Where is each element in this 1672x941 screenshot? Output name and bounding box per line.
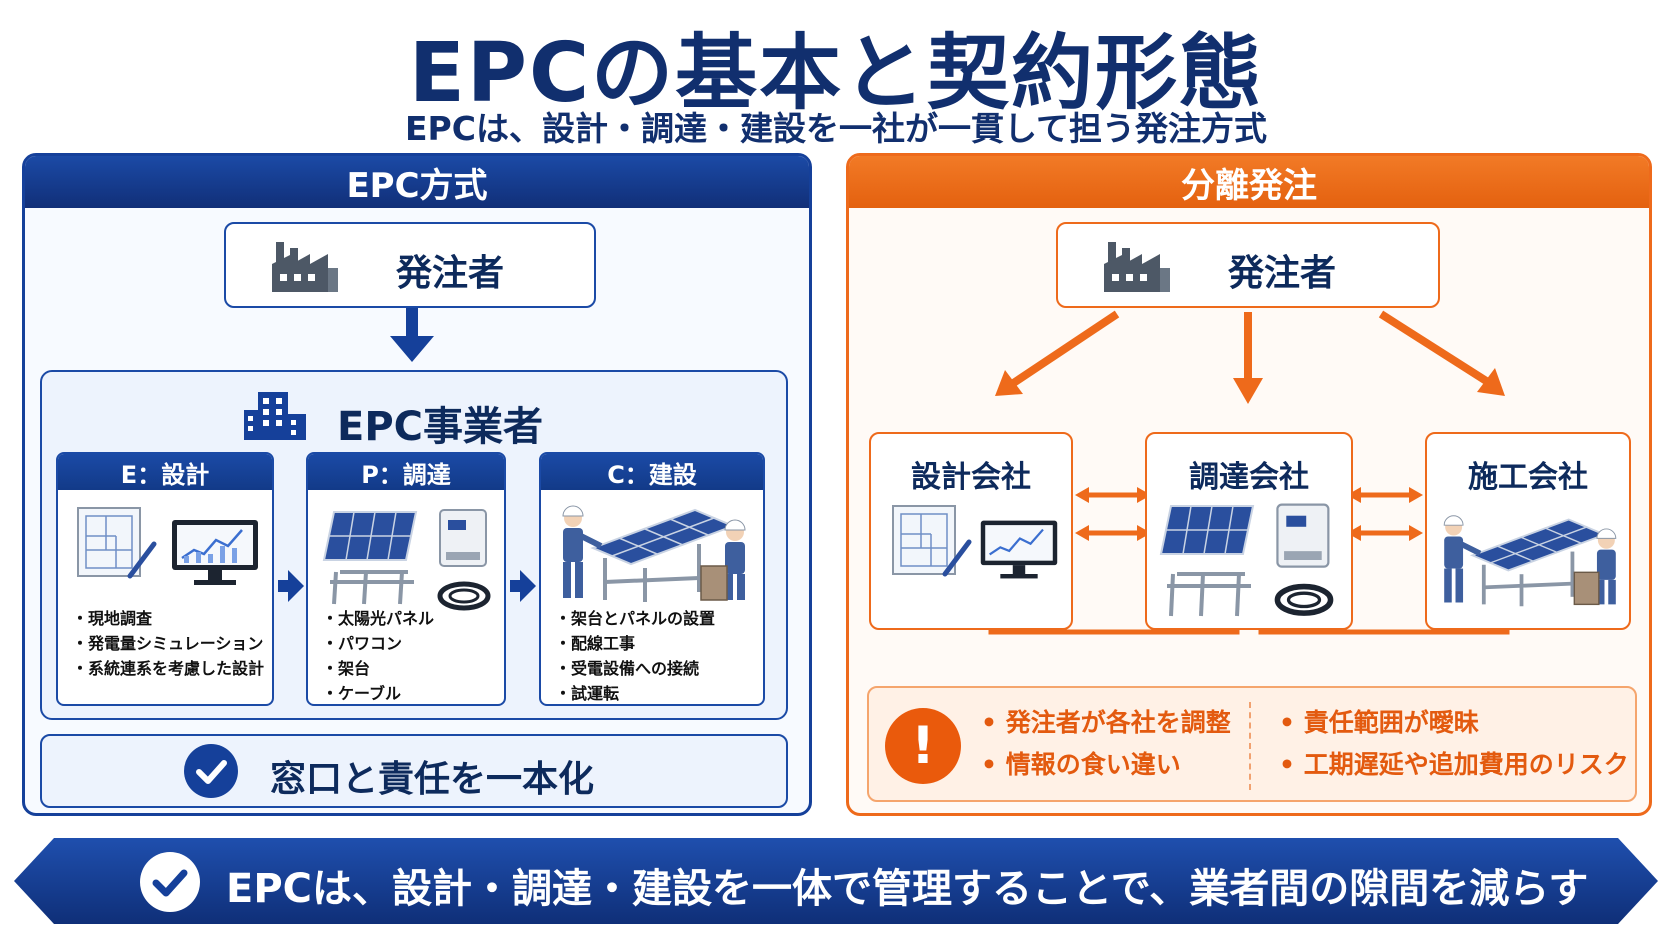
solar-panel-icon [322,511,418,605]
step-construction-title: C：建設 [541,454,763,490]
construction-workers-icon [1443,515,1617,607]
page-subtitle: EPCは、設計・調達・建設を一社が一貫して担う発注方式 [405,109,1267,148]
separate-orderer-box: 発注者 [1056,222,1440,308]
list-item: 試運転 [555,681,715,704]
step-procurement-title: P：調達 [308,454,504,490]
building-icon [244,392,306,440]
right-arrow-icon [278,570,304,602]
single-point-of-contact-box: 窓口と責任を一本化 [40,734,788,808]
list-item: ケーブル [322,681,434,704]
list-item: 太陽光パネル [322,606,434,631]
separate-orderer-label: 発注者 [1228,253,1337,294]
epc-method-panel: EPC方式 発注者 EPC事業 [22,153,812,816]
design-company-label: 設計会社 [911,460,1031,495]
list-item: 系統連系を考慮した設計 [72,656,264,681]
right-arrow-icon [510,570,536,602]
check-circle-icon [184,744,238,798]
conclusion-banner: EPCは、設計・調達・建設を一体で管理することで、業者間の隙間を減らす [14,838,1658,924]
step-design-list: 現地調査 発電量シミュレーション 系統連系を考慮した設計 [72,606,264,681]
risk-list-right: 責任範囲が曖昧 工期遅延や追加費用のリスク [1279,702,1629,786]
epc-orderer-box: 発注者 [224,222,596,308]
solar-panel-icon [1159,505,1255,617]
risk-warning-box: ! 発注者が各社を調整 情報の食い違い 責任範囲が曖昧 工期遅延や追加費用のリス… [867,686,1637,802]
step-procurement-list: 太陽光パネル パワコン 架台 ケーブル [322,606,434,704]
epc-method-title: EPC方式 [25,156,809,208]
divider [1249,702,1251,790]
separate-ordering-panel: 分離発注 発注者 [846,153,1652,816]
down-arrow-icon [390,308,434,362]
monitor-chart-icon [172,520,258,585]
factory-icon [1104,242,1170,292]
banner-background [14,838,1658,924]
step-design-title: E：設計 [58,454,272,490]
blueprint-icon [892,505,972,577]
list-item: 責任範囲が曖昧 [1279,702,1629,744]
procurement-company-label: 調達会社 [1189,460,1309,495]
list-item: 発注者が各社を調整 [981,702,1231,744]
list-item: 受電設備への接続 [555,656,715,681]
separate-ordering-title: 分離発注 [849,156,1649,208]
step-construction: C：建設 架台とパネルの設置 配線工事 受電設備への接続 試運転 [539,452,765,706]
step-design: E：設計 現地調査 発電量シミュレーション [56,452,274,706]
step-procurement: P：調達 太陽光パネル パワコ [306,452,506,706]
list-item: 配線工事 [555,631,715,656]
factory-icon [272,242,338,292]
monitor-chart-icon [980,520,1058,579]
list-item: 工期遅延や追加費用のリスク [1279,744,1629,786]
step-construction-list: 架台とパネルの設置 配線工事 受電設備への接続 試運転 [555,606,715,704]
procurement-company-box: 調達会社 [1145,432,1353,630]
list-item: パワコン [322,631,434,656]
conclusion-text: EPCは、設計・調達・建設を一体で管理することで、業者間の隙間を減らす [226,866,1589,912]
list-item: 架台 [322,656,434,681]
list-item: 架台とパネルの設置 [555,606,715,631]
single-point-of-contact-label: 窓口と責任を一本化 [270,759,595,800]
list-item: 現地調査 [72,606,264,631]
epc-contractor-title: EPC事業者 [337,404,543,450]
exclamation-icon: ! [885,708,961,784]
inverter-icon [1274,503,1334,616]
blueprint-icon [77,507,157,579]
epc-orderer-label: 発注者 [396,253,505,294]
construction-company-label: 施工会社 [1468,460,1588,495]
epc-contractor-box: EPC事業者 E：設計 現地調査 [40,370,788,720]
design-company-box: 設計会社 [869,432,1073,630]
list-item: 発電量シミュレーション [72,631,264,656]
check-circle-icon [140,852,200,912]
page-title: EPCの基本と契約形態 [408,26,1264,121]
inverter-icon [437,509,491,611]
construction-company-box: 施工会社 [1425,432,1631,630]
list-item: 情報の食い違い [981,744,1231,786]
risk-list-left: 発注者が各社を調整 情報の食い違い [981,702,1231,786]
construction-workers-icon [562,505,746,602]
